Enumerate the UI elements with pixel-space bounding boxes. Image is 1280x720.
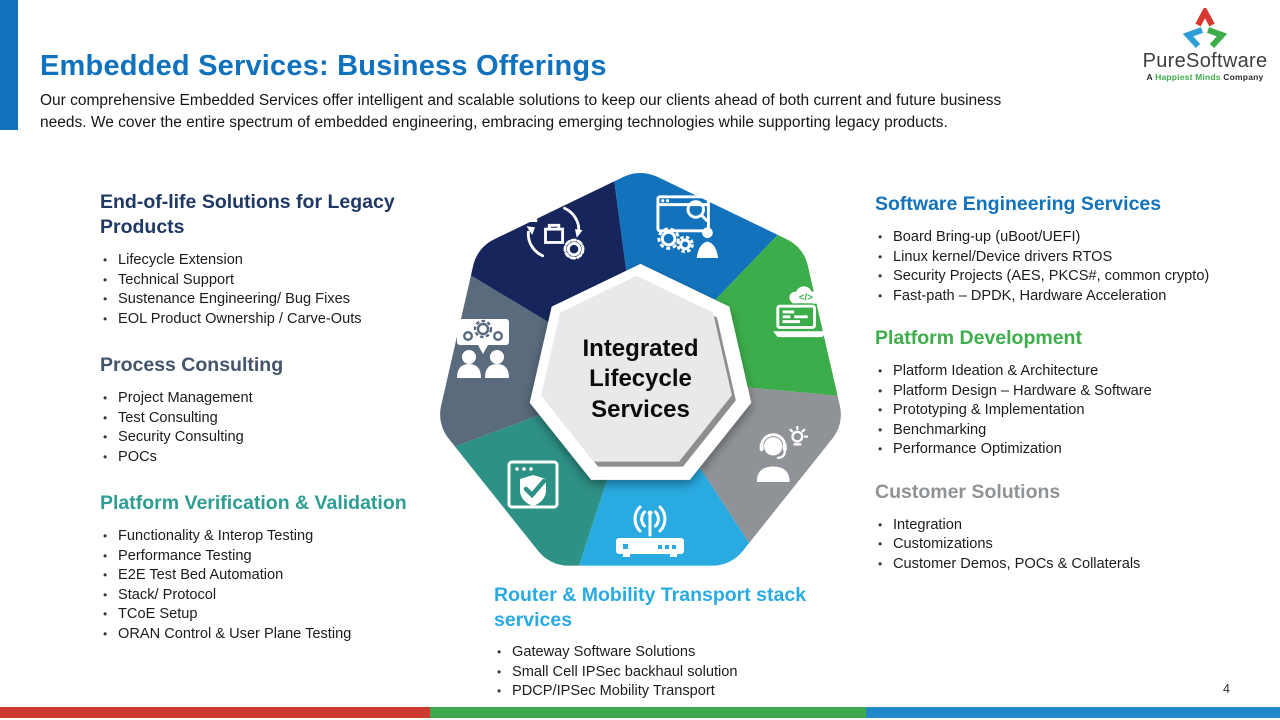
lifecycle-wheel [433, 170, 848, 585]
logo-tagline: A Happiest Minds Company [1140, 72, 1270, 82]
section-heading: End-of-life Solutions for Legacy Product… [100, 191, 395, 238]
left-accent-bar [0, 0, 18, 130]
bullet-item: EOL Product Ownership / Carve-Outs [102, 310, 450, 330]
shield-check-window-icon [507, 460, 559, 509]
section-heading: Process Consulting [100, 354, 284, 376]
bullet-list: Board Bring-up (uBoot/UEFI)Linux kernel/… [877, 228, 1275, 306]
bullet-item: Linux kernel/Device drivers RTOS [877, 248, 1275, 268]
svg-text:</>: </> [799, 292, 813, 303]
footer-bar-green-segment [430, 707, 866, 718]
bullet-item: E2E Test Bed Automation [102, 566, 450, 586]
bullet-item: Stack/ Protocol [102, 586, 450, 606]
bullet-list: IntegrationCustomizationsCustomer Demos,… [877, 516, 1275, 575]
team-gears-icon [457, 319, 509, 378]
bullet-item: PDCP/IPSec Mobility Transport [496, 682, 824, 702]
bullet-item: Performance Optimization [877, 440, 1275, 460]
center-label-line: Services [591, 395, 690, 423]
bullet-item: Fast-path – DPDK, Hardware Acceleration [877, 287, 1275, 307]
section-end-of-life: End-of-life Solutions for Legacy Product… [100, 190, 450, 329]
bullet-item: Sustenance Engineering/ Bug Fixes [102, 290, 450, 310]
bullet-item: Performance Testing [102, 547, 450, 567]
bullet-item: Functionality & Interop Testing [102, 527, 450, 547]
footer-bar-blue-segment [866, 707, 1280, 718]
section-customer-solutions: Customer Solutions IntegrationCustomizat… [875, 480, 1275, 575]
bullet-item: Small Cell IPSec backhaul solution [496, 663, 824, 683]
right-column: Software Engineering Services Board Brin… [875, 192, 1275, 591]
bullet-list: Lifecycle ExtensionTechnical SupportSust… [102, 251, 450, 329]
bullet-item: POCs [102, 448, 450, 468]
cloud-code-laptop-icon: </> [772, 286, 828, 338]
bullet-list: Functionality & Interop TestingPerforman… [102, 527, 450, 644]
page-title: Embedded Services: Business Offerings [40, 50, 607, 82]
engineer-window-icon [656, 195, 719, 258]
bullet-item: Board Bring-up (uBoot/UEFI) [877, 228, 1275, 248]
router-antenna-icon [616, 505, 684, 557]
section-heading: Software Engineering Services [875, 193, 1162, 215]
puresoftware-logo: PureSoftware A Happiest Minds Company [1140, 8, 1270, 82]
left-column: End-of-life Solutions for Legacy Product… [100, 190, 450, 661]
section-router-mobility: Router & Mobility Transport stack servic… [494, 583, 824, 702]
intro-paragraph: Our comprehensive Embedded Services offe… [40, 92, 1002, 131]
bullet-item: Platform Design – Hardware & Software [877, 382, 1275, 402]
footer-bar-red-segment [0, 707, 430, 718]
bullet-item: Benchmarking [877, 421, 1275, 441]
bullet-item: Integration [877, 516, 1275, 536]
support-person-icon [756, 426, 808, 482]
bullet-list: Platform Ideation & ArchitecturePlatform… [877, 362, 1275, 460]
section-heading: Platform Development [875, 327, 1082, 349]
center-label-line: Lifecycle [589, 365, 692, 393]
bullet-item: Security Consulting [102, 428, 450, 448]
bullet-item: Customer Demos, POCs & Collaterals [877, 555, 1275, 575]
tagline-suffix: Company [1220, 72, 1264, 82]
footer-bar [0, 707, 1280, 718]
bullet-item: Lifecycle Extension [102, 251, 450, 271]
bullet-list: Gateway Software SolutionsSmall Cell IPS… [496, 643, 824, 702]
logo-wordmark: PureSoftware [1142, 50, 1268, 72]
tagline-highlight: Happiest Minds [1155, 72, 1221, 82]
bullet-item: Technical Support [102, 271, 450, 291]
bullet-item: Test Consulting [102, 409, 450, 429]
section-heading: Router & Mobility Transport stack servic… [494, 584, 807, 631]
bullet-list: Project ManagementTest ConsultingSecurit… [102, 389, 450, 467]
section-platform-verification: Platform Verification & Validation Funct… [100, 491, 450, 644]
bullet-item: Customizations [877, 535, 1275, 555]
tagline-prefix: A [1146, 72, 1156, 82]
lifecycle-icon [526, 205, 585, 260]
logo-triangle-icon [1182, 8, 1228, 49]
bullet-item: TCoE Setup [102, 605, 450, 625]
section-process-consulting: Process Consulting Project ManagementTes… [100, 353, 450, 467]
bullet-item: Security Projects (AES, PKCS#, common cr… [877, 267, 1275, 287]
bullet-item: ORAN Control & User Plane Testing [102, 625, 450, 645]
bullet-item: Project Management [102, 389, 450, 409]
section-heading: Customer Solutions [875, 480, 1061, 503]
section-software-engineering: Software Engineering Services Board Brin… [875, 192, 1275, 306]
diagram-center-label: Integrated Lifecycle Services [526, 334, 756, 426]
bullet-item: Prototyping & Implementation [877, 401, 1275, 421]
bullet-item: Gateway Software Solutions [496, 643, 824, 663]
lifecycle-diagram: Integrated Lifecycle Services [433, 170, 848, 585]
center-label-line: Integrated [582, 334, 699, 362]
bullet-item: Platform Ideation & Architecture [877, 362, 1275, 382]
section-platform-development: Platform Development Platform Ideation &… [875, 326, 1275, 460]
page-number: 4 [1223, 682, 1230, 696]
section-heading: Platform Verification & Validation [100, 492, 407, 514]
segment-process-consulting [433, 252, 641, 455]
